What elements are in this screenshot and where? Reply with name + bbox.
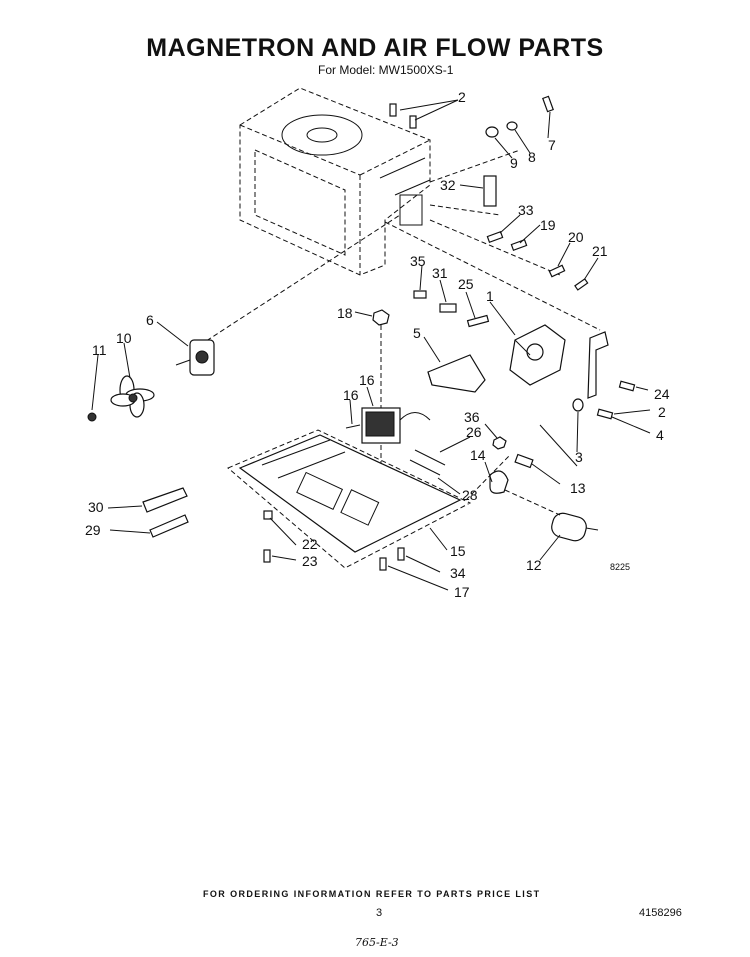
part-22-icon xyxy=(574,278,589,291)
wire-icon xyxy=(409,459,441,476)
foam-block-icon xyxy=(142,487,188,513)
callout-label: 21 xyxy=(592,243,608,259)
callout-label: 19 xyxy=(540,217,556,233)
callout-label: 17 xyxy=(454,584,470,600)
nut-icon xyxy=(372,309,390,326)
part-34-icon xyxy=(486,231,504,243)
nut-icon xyxy=(492,436,507,450)
fan-motor-icon xyxy=(175,339,215,376)
nut-icon xyxy=(87,412,97,422)
ordering-note: FOR ORDERING INFORMATION REFER TO PARTS … xyxy=(203,889,541,899)
callout-label: 20 xyxy=(568,229,584,245)
callout-label: 10 xyxy=(116,330,132,346)
callout-label: 2 xyxy=(458,89,466,105)
callout-label: 24 xyxy=(654,386,670,402)
transformer-icon xyxy=(345,407,431,444)
foam-block-icon xyxy=(149,514,189,538)
model-subtitle: For Model: MW1500XS-1 xyxy=(318,63,454,77)
figure-code: 8225 xyxy=(610,562,630,572)
callout-label: 8 xyxy=(528,149,536,165)
screw-icon xyxy=(596,408,614,420)
guide-line xyxy=(429,204,501,216)
callout-label: 23 xyxy=(302,553,318,569)
callout-label: 14 xyxy=(470,447,486,463)
part-20-icon xyxy=(510,239,528,251)
callout-label: 5 xyxy=(413,325,421,341)
callout-label: 15 xyxy=(450,543,466,559)
leader-lines xyxy=(91,99,651,591)
guide-line xyxy=(384,221,601,331)
part-13-icon xyxy=(514,453,534,469)
callout-label: 4 xyxy=(656,427,664,443)
callout-label: 9 xyxy=(510,155,518,171)
washer-icon xyxy=(263,510,273,520)
callout-label: 1 xyxy=(486,288,494,304)
part-33-icon xyxy=(483,175,497,207)
guide-line xyxy=(504,489,561,516)
diode-icon xyxy=(489,470,509,494)
screw-icon xyxy=(263,549,271,563)
callout-label: 32 xyxy=(440,177,456,193)
callout-label: 18 xyxy=(337,305,353,321)
callout-label: 13 xyxy=(570,480,586,496)
callout-label: 35 xyxy=(410,253,426,269)
magnetron-icon xyxy=(509,324,566,386)
callout-label: 26 xyxy=(466,424,482,440)
page-number: 3 xyxy=(376,907,383,919)
callout-label: 16 xyxy=(359,372,375,388)
callout-label: 3 xyxy=(575,449,583,465)
callout-label: 28 xyxy=(462,487,478,503)
part-26-icon xyxy=(466,314,490,328)
callout-label: 7 xyxy=(548,137,556,153)
callout-label: 29 xyxy=(85,522,101,538)
capacitor-icon xyxy=(551,512,599,542)
screw-icon xyxy=(379,557,387,571)
callout-labels: 1 2 2 3 4 5 6 7 8 9 10 11 12 13 14 15 16… xyxy=(85,89,670,600)
screw-icon xyxy=(389,103,417,129)
callout-label: 11 xyxy=(92,342,107,358)
callout-label: 25 xyxy=(458,276,474,292)
washer-icon xyxy=(485,121,518,138)
fan-blade-icon xyxy=(110,375,155,418)
screw-icon xyxy=(397,547,405,561)
callout-label: 22 xyxy=(302,536,318,552)
callout-label: 33 xyxy=(518,202,534,218)
page-title: MAGNETRON AND AIR FLOW PARTS xyxy=(146,34,604,62)
screw-icon xyxy=(542,95,554,113)
bracket-icon xyxy=(587,331,609,399)
screw-icon xyxy=(618,380,636,392)
callout-label: 2 xyxy=(658,404,666,420)
part-36-icon xyxy=(413,290,427,299)
part-21-icon xyxy=(548,264,566,278)
callout-label: 34 xyxy=(450,565,466,581)
callout-label: 36 xyxy=(464,409,480,425)
callout-label: 30 xyxy=(88,499,104,515)
handwritten-note: 765-E-3 xyxy=(355,936,399,949)
document-number: 4158296 xyxy=(639,907,682,919)
part-3-icon xyxy=(572,398,584,412)
guide-line xyxy=(465,454,511,501)
callout-label: 12 xyxy=(526,557,542,573)
callout-label: 6 xyxy=(146,312,154,328)
wire-icon xyxy=(414,449,446,466)
part-32-icon xyxy=(439,303,457,313)
oven-cavity xyxy=(239,87,431,276)
base-plate-icon xyxy=(227,429,472,569)
air-duct-icon xyxy=(427,354,486,393)
callout-label: 16 xyxy=(343,387,359,403)
callout-label: 31 xyxy=(432,265,448,281)
